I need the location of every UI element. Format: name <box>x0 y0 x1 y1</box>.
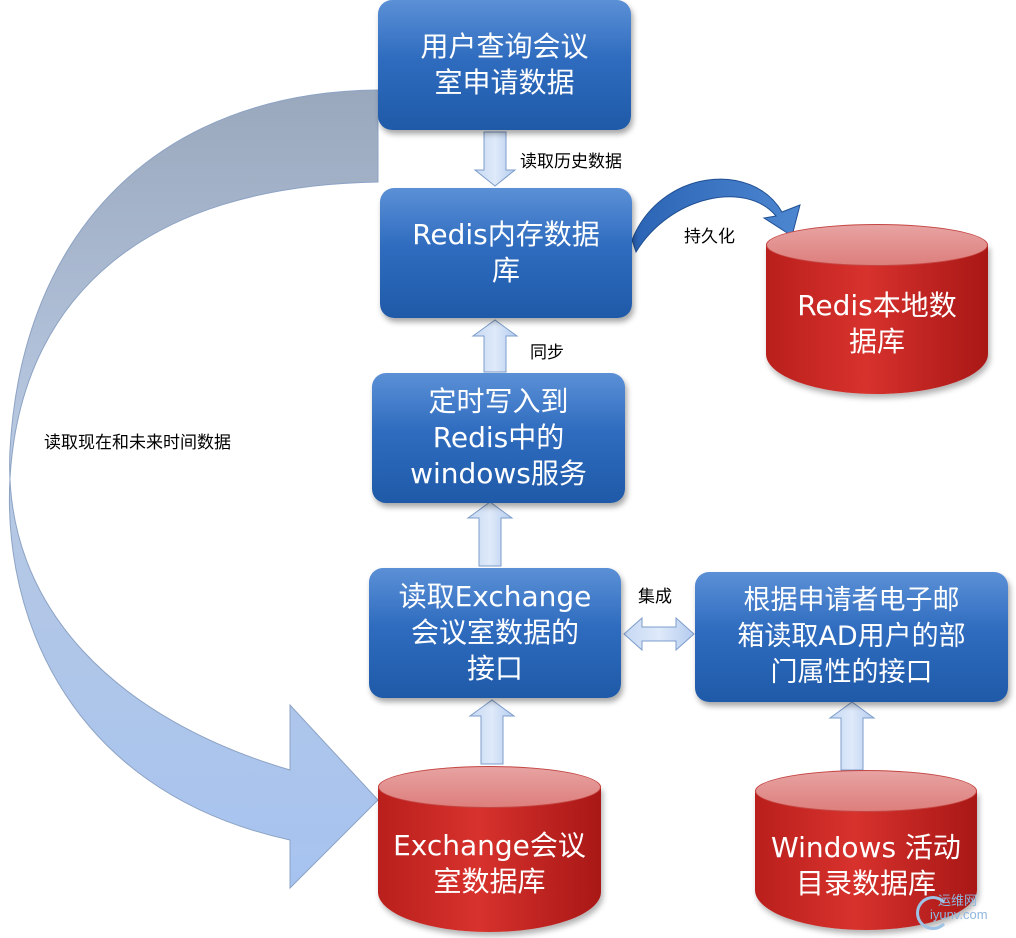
node-ad-api: 根据申请者电子邮 箱读取AD用户的部 门属性的接口 <box>695 572 1008 702</box>
label-persist: 持久化 <box>684 227 735 247</box>
integrate-double-arrow <box>623 616 695 652</box>
watermark: 运维网 iyunv.com <box>916 894 1012 930</box>
label-sync: 同步 <box>530 343 564 363</box>
exchange-to-service-arrow <box>466 501 514 567</box>
db-redis-local: Redis本地数 据库 <box>766 224 988 394</box>
watermark-circle-icon <box>916 896 950 930</box>
db-redis-local-label: Redis本地数 据库 <box>797 289 957 358</box>
label-read-history: 读取历史数据 <box>520 152 622 172</box>
db-exchange-label: Exchange会议 室数据库 <box>393 829 586 898</box>
node-exchange-api: 读取Exchange 会议室数据的 接口 <box>369 568 621 698</box>
db-exchange: Exchange会议 室数据库 <box>378 766 601 932</box>
read-current-future-arrow <box>9 89 379 890</box>
node-redis-memory-db: Redis内存数据 库 <box>380 188 632 318</box>
label-read-current-future: 读取现在和未来时间数据 <box>44 433 231 453</box>
sync-arrow <box>471 319 519 373</box>
read-history-arrow <box>473 131 517 187</box>
node-user-query: 用户查询会议 室申请数据 <box>378 0 631 130</box>
exchange-db-to-api-arrow <box>468 699 516 765</box>
label-integrate: 集成 <box>638 587 672 607</box>
ad-db-to-api-arrow <box>828 701 876 771</box>
db-windows-ad-label: Windows 活动 目录数据库 <box>771 831 961 900</box>
node-timer-windows-service: 定时写入到 Redis中的 windows服务 <box>372 373 625 503</box>
persist-arrow <box>631 178 801 254</box>
